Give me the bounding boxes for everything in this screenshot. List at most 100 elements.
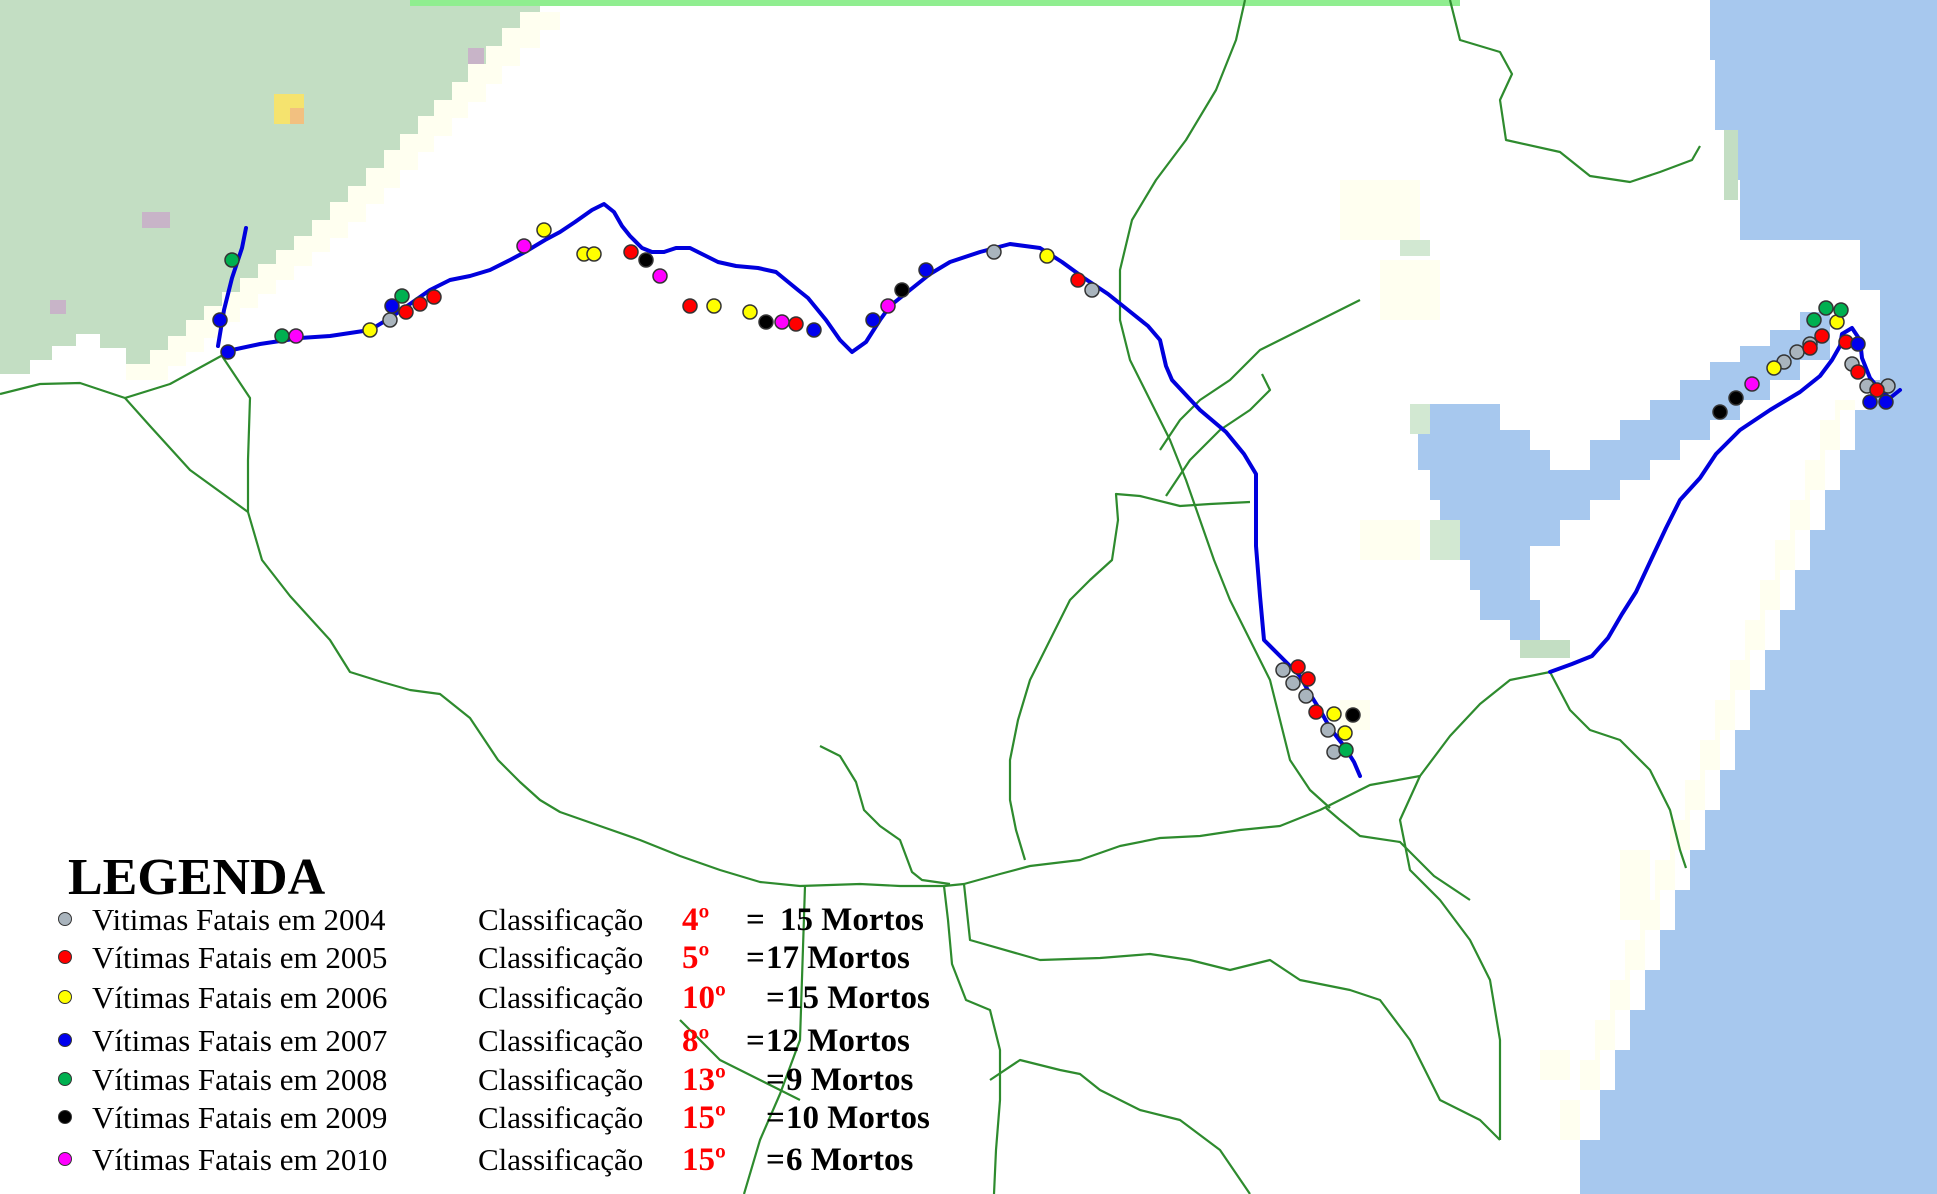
marker-2006 xyxy=(706,298,722,314)
legend-marker-icon xyxy=(58,1033,72,1047)
marker-2005 xyxy=(623,244,639,260)
shore-vegetation xyxy=(1410,404,1430,434)
coastal-fringe xyxy=(1560,400,1855,1140)
marker-2010 xyxy=(516,238,532,254)
road-segment xyxy=(962,883,1501,1141)
bay-water xyxy=(1418,312,1830,640)
legend-classification-label: Classificação xyxy=(478,902,644,937)
marker-2006 xyxy=(1039,248,1055,264)
marker-2008 xyxy=(394,288,410,304)
marker-2006 xyxy=(586,246,602,262)
legend-rank: 15º xyxy=(682,1142,726,1178)
road-segment xyxy=(221,355,1551,888)
marker-2005 xyxy=(1869,382,1885,398)
legend-equals: = xyxy=(766,1062,785,1098)
marker-2004 xyxy=(1298,688,1314,704)
legend-label: Vítimas Fatais em 2005 xyxy=(92,940,388,975)
marker-2004 xyxy=(1084,282,1100,298)
legend-deaths: 17 Mortos xyxy=(766,940,910,976)
legend-entry: Vitimas Fatais em 2004 Classificação 4º = 15… xyxy=(58,900,958,940)
marker-2006 xyxy=(536,222,552,238)
road-segment xyxy=(989,1058,1251,1194)
coastal-vegetation xyxy=(1724,130,1738,200)
legend-deaths: 6 Mortos xyxy=(786,1142,914,1178)
marker-2008 xyxy=(1338,742,1354,758)
land-patch xyxy=(1340,180,1420,240)
legend-rank: 4º xyxy=(682,902,710,938)
legend-rank: 8º xyxy=(682,1023,710,1059)
marker-2004 xyxy=(1275,662,1291,678)
marker-2010 xyxy=(1744,376,1760,392)
marker-2007 xyxy=(1850,336,1866,352)
marker-2009 xyxy=(894,282,910,298)
marker-2008 xyxy=(274,328,290,344)
legend-classification-label: Classificação xyxy=(478,1100,644,1135)
road-network xyxy=(0,0,1701,1194)
marker-2006 xyxy=(1766,360,1782,376)
marker-2010 xyxy=(774,314,790,330)
urban-patch xyxy=(142,212,170,228)
legend-rank: 13º xyxy=(682,1062,726,1098)
road-segment xyxy=(1159,299,1361,451)
highway-segment xyxy=(1548,326,1902,674)
marker-2007 xyxy=(212,312,228,328)
road-segment xyxy=(1165,373,1272,497)
legend-label: Vítimas Fatais em 2006 xyxy=(92,980,388,1015)
marker-2005 xyxy=(1300,671,1316,687)
marker-2009 xyxy=(758,314,774,330)
urban-patch xyxy=(468,48,484,64)
legend-label: Vítimas Fatais em 2007 xyxy=(92,1023,388,1058)
legend-equals: = xyxy=(746,902,765,938)
marker-2005 xyxy=(1070,272,1086,288)
road-segment xyxy=(1118,0,1331,809)
road-segment xyxy=(1008,492,1251,861)
marker-2005 xyxy=(1850,364,1866,380)
legend-marker-icon xyxy=(58,1110,72,1124)
top-band xyxy=(410,0,1460,6)
marker-2005 xyxy=(1814,328,1830,344)
legend-deaths: 9 Mortos xyxy=(786,1062,914,1098)
marker-2010 xyxy=(652,268,668,284)
marker-2005 xyxy=(1308,704,1324,720)
marker-2009 xyxy=(1712,404,1728,420)
legend-label: Vitimas Fatais em 2004 xyxy=(92,902,386,937)
vegetation-area-northwest xyxy=(0,0,540,374)
marker-2006 xyxy=(362,322,378,338)
marker-2005 xyxy=(398,304,414,320)
legend-marker-icon xyxy=(58,912,72,926)
marker-2004 xyxy=(382,312,398,328)
urban-patch xyxy=(50,300,66,314)
marker-2007 xyxy=(918,262,934,278)
marker-2007 xyxy=(806,322,822,338)
marker-2009 xyxy=(1345,707,1361,723)
legend-deaths: 15 Mortos xyxy=(780,902,924,938)
road-segment xyxy=(1448,0,1701,184)
road-segment xyxy=(819,745,951,886)
shore-vegetation xyxy=(1430,520,1460,560)
legend-label: Vítimas Fatais em 2009 xyxy=(92,1100,388,1135)
ocean xyxy=(1580,0,1937,1194)
legend-deaths: 10 Mortos xyxy=(786,1100,930,1136)
marker-2004 xyxy=(1789,344,1805,360)
road-segment xyxy=(1549,671,1688,869)
road-segment xyxy=(0,349,233,400)
marker-2004 xyxy=(1285,675,1301,691)
road-segment xyxy=(942,885,1002,1194)
legend-deaths: 15 Mortos xyxy=(786,980,930,1016)
accident-markers xyxy=(212,222,1896,760)
marker-2005 xyxy=(426,289,442,305)
legend-marker-icon xyxy=(58,950,72,964)
land-patch xyxy=(1540,1050,1570,1080)
road-segment xyxy=(679,1019,801,1101)
road-segment xyxy=(1398,775,1502,1140)
legend-title: LEGENDA xyxy=(68,849,326,906)
marker-2005 xyxy=(1290,659,1306,675)
vegetation-fringe xyxy=(126,12,560,380)
legend-classification-label: Classificação xyxy=(478,1142,644,1177)
marker-2007 xyxy=(1862,394,1878,410)
